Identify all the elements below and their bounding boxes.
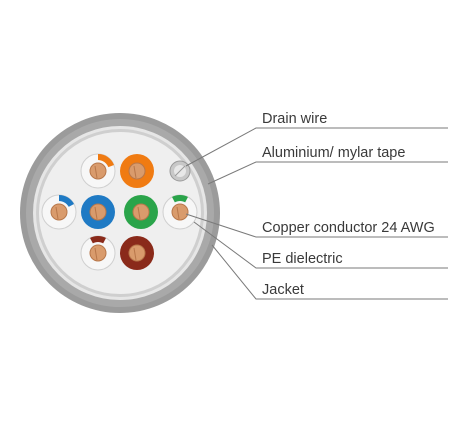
cable-core: [39, 132, 201, 294]
conductor-white-brown: [80, 235, 116, 271]
conductor-orange: [120, 154, 154, 188]
label-jacket: Jacket: [262, 282, 304, 298]
label-foil-tape: Aluminium/ mylar tape: [262, 145, 405, 161]
leader-drain-wire: [185, 127, 448, 167]
conductor-blue: [81, 195, 115, 229]
label-dielectric: PE dielectric: [262, 251, 343, 267]
conductor-brown: [120, 236, 154, 270]
leader-conductor: [185, 213, 448, 238]
leader-foil-tape: [207, 161, 448, 185]
conductor-green: [124, 195, 158, 229]
leader-dielectric: [193, 221, 448, 269]
conductor-white-blue: [41, 194, 77, 230]
leader-lines: [185, 127, 448, 300]
cable-cross-section: [20, 113, 220, 313]
label-drain-wire: Drain wire: [262, 111, 327, 127]
drain-wire: [169, 160, 191, 182]
conductor-white-orange: [80, 153, 116, 189]
conductor-white-green: [162, 194, 198, 230]
leader-jacket: [211, 244, 448, 300]
label-conductor: Copper conductor 24 AWG: [262, 220, 435, 236]
callout-labels: Drain wire Aluminium/ mylar tape Copper …: [262, 111, 435, 298]
